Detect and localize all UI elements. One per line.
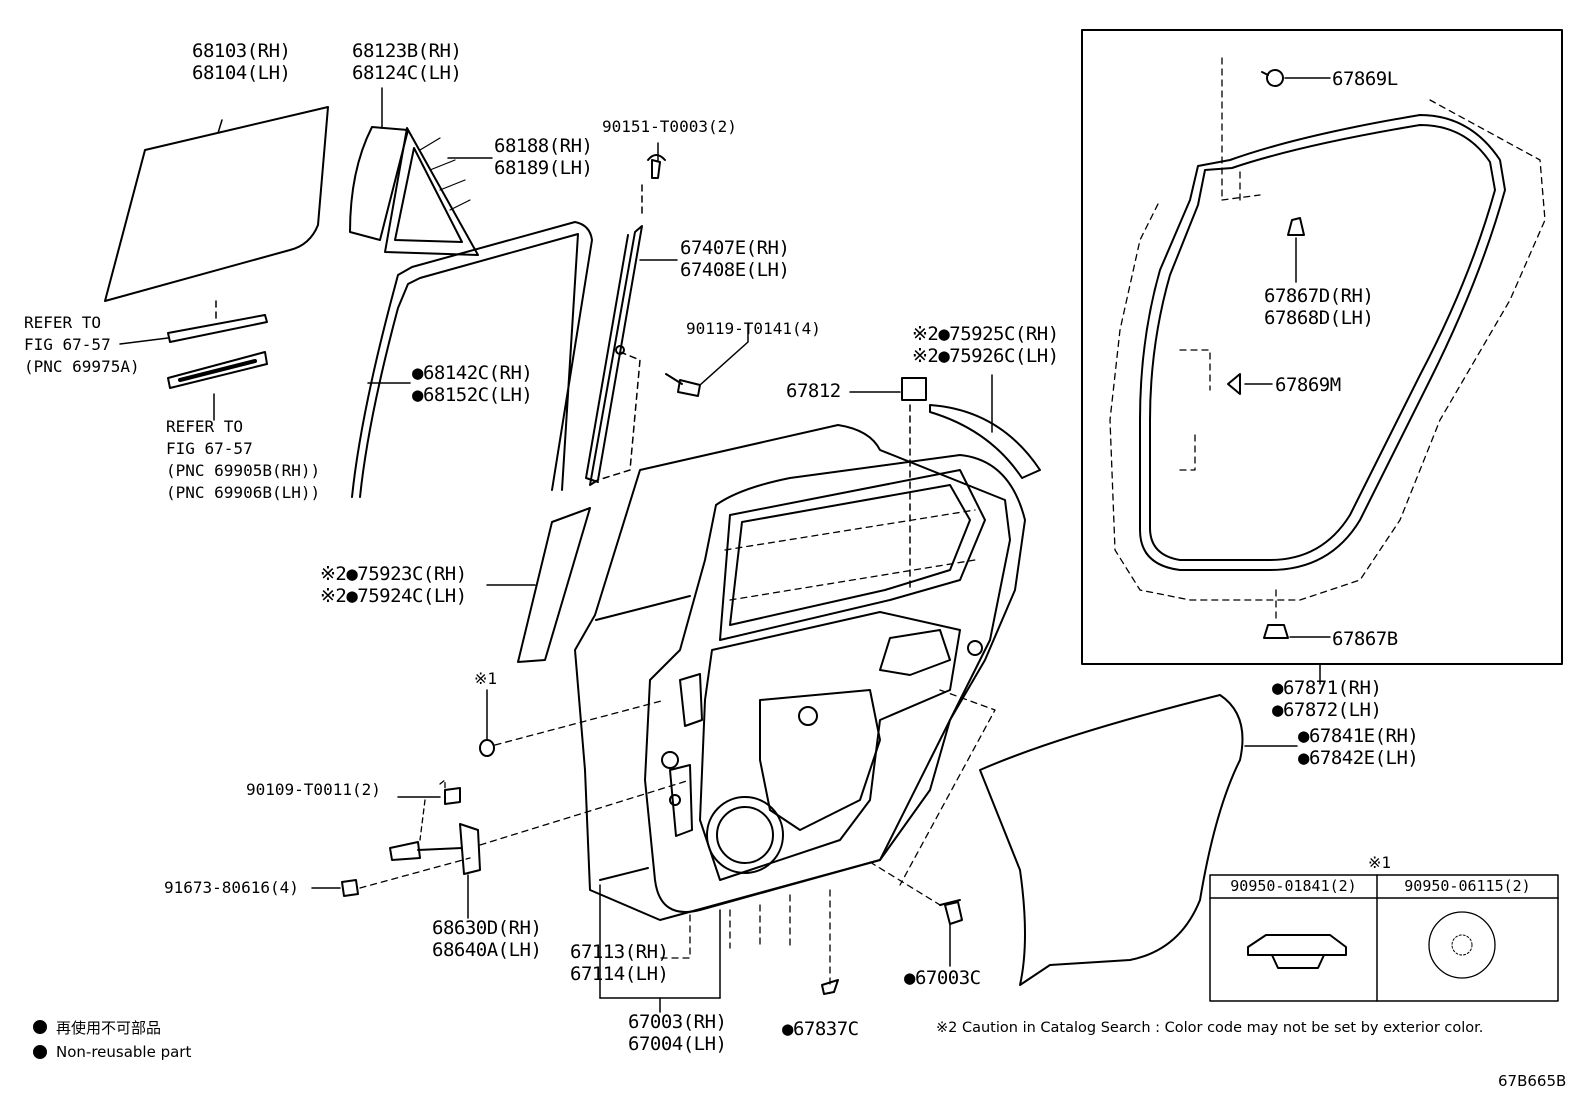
legend-en: Non-reusable part <box>56 1043 192 1061</box>
plug-67003c <box>939 899 963 925</box>
bolt-hinge <box>341 879 359 897</box>
quarter-glass <box>349 126 409 241</box>
quarter-weatherstrip <box>384 127 479 256</box>
label-quarter-weatherstrip: 68188(RH)68189(LH) <box>494 135 593 179</box>
label-screw-top: 90151-T0003(2) <box>602 117 737 136</box>
plug-mark1 <box>479 739 495 757</box>
label-clip-67869l: 67869L <box>1332 68 1398 90</box>
plug-67837c <box>821 979 839 995</box>
belt-moulding-inner <box>167 351 268 389</box>
label-clip-67869m: 67869M <box>1275 374 1341 396</box>
clip-67869m <box>1227 373 1241 395</box>
label-quarter-glass: 68123B(RH)68124C(LH) <box>352 40 462 84</box>
door-weatherstrip <box>1139 114 1506 571</box>
label-service-hole: ●67841E(RH)●67842E(LH) <box>1298 725 1419 769</box>
label-bolt-hinge: 91673-80616(4) <box>164 878 299 897</box>
tape-front <box>517 507 591 663</box>
tape-upper <box>929 404 1041 479</box>
door-outer-panel <box>574 424 1011 921</box>
belt-moulding-outer <box>167 314 268 343</box>
label-run-channel: ●68142C(RH)●68152C(LH) <box>412 362 533 406</box>
label-bolt-channel: 90119-T0141(4) <box>686 319 821 338</box>
door-inner-panel <box>644 454 1026 913</box>
clip-67867d <box>1287 217 1305 236</box>
table-col1-header: 90950-01841(2) <box>1230 877 1357 895</box>
label-tape-upper: ※2●75925C(RH)※2●75926C(LH) <box>912 323 1059 367</box>
table-mark1: ※1 <box>1368 853 1392 872</box>
door-check <box>389 823 481 875</box>
label-door-assy: 67003(RH)67004(LH) <box>628 1011 727 1055</box>
bolt-checker <box>444 787 461 805</box>
rear-division-channel <box>585 225 643 486</box>
table-col2-header: 90950-06115(2) <box>1404 877 1531 895</box>
label-clip-67867d: 67867D(RH)67868D(LH) <box>1264 285 1374 329</box>
bolt-channel <box>665 373 701 397</box>
label-glass: 68103(RH)68104(LH) <box>192 40 291 84</box>
label-door-check: 68630D(RH)68640A(LH) <box>432 917 542 961</box>
clip-90950-06115 <box>1428 911 1496 979</box>
label-plug-67837c: ●67837C <box>782 1018 859 1040</box>
screw-top <box>647 154 666 179</box>
clip-67869l <box>1266 69 1284 87</box>
legend-jp: 再使用不可部品 <box>56 1019 162 1037</box>
service-hole-cover <box>979 694 1244 986</box>
label-clip-67867b: 67867B <box>1332 628 1398 650</box>
label-bolt-checker: 90109-T0011(2) <box>246 780 381 799</box>
clip-table <box>1209 874 1559 1002</box>
label-tape-front: ※2●75923C(RH)※2●75924C(LH) <box>320 563 467 607</box>
label-weatherstrip: ●67871(RH)●67872(LH) <box>1272 677 1382 721</box>
label-rear-channel: 67407E(RH)67408E(LH) <box>680 237 790 281</box>
label-door-panel: 67113(RH)67114(LH) <box>570 941 669 985</box>
label-mark1: ※1 <box>474 669 498 688</box>
door-glass <box>104 106 329 302</box>
weatherstrip-inset-box <box>1081 29 1563 665</box>
clip-90950-01841 <box>1247 934 1347 969</box>
label-67812: 67812 <box>786 380 841 402</box>
figure-code: 67B665B <box>1498 1072 1567 1090</box>
clip-67867b <box>1263 624 1289 639</box>
run-channel <box>351 221 593 498</box>
label-plug-67003c: ●67003C <box>904 967 981 989</box>
pad-67812 <box>901 377 927 401</box>
caution-note: ※2 Caution in Catalog Search : Color cod… <box>936 1020 1484 1036</box>
